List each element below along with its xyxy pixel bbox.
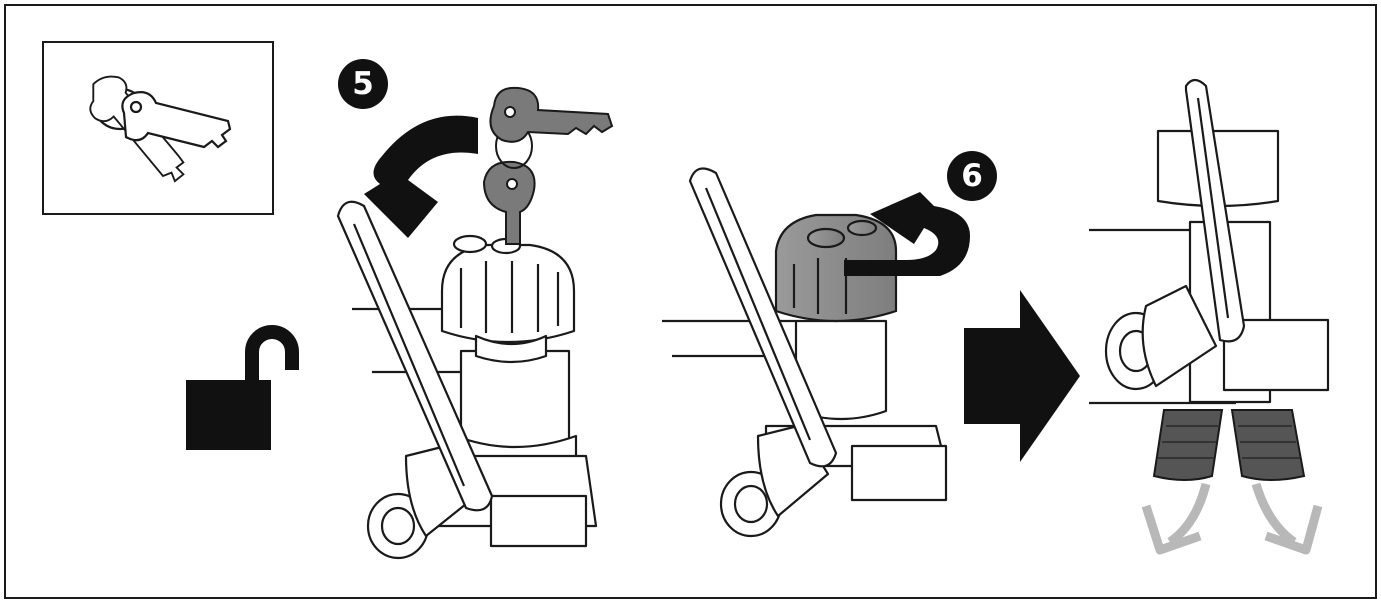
key-in-lock [484, 88, 612, 244]
downward-release-arrows-icon [1146, 484, 1318, 550]
assembly-drawings [6, 6, 1375, 597]
illustration-frame: 5 6 [4, 4, 1377, 599]
open-padlock-icon [186, 332, 292, 450]
mount-drawing-released [1089, 80, 1328, 403]
released-jaws [1154, 410, 1304, 480]
rotate-arrow-step-5 [364, 116, 478, 238]
right-arrow-icon [964, 290, 1080, 462]
mount-drawing-step-5 [338, 202, 596, 558]
